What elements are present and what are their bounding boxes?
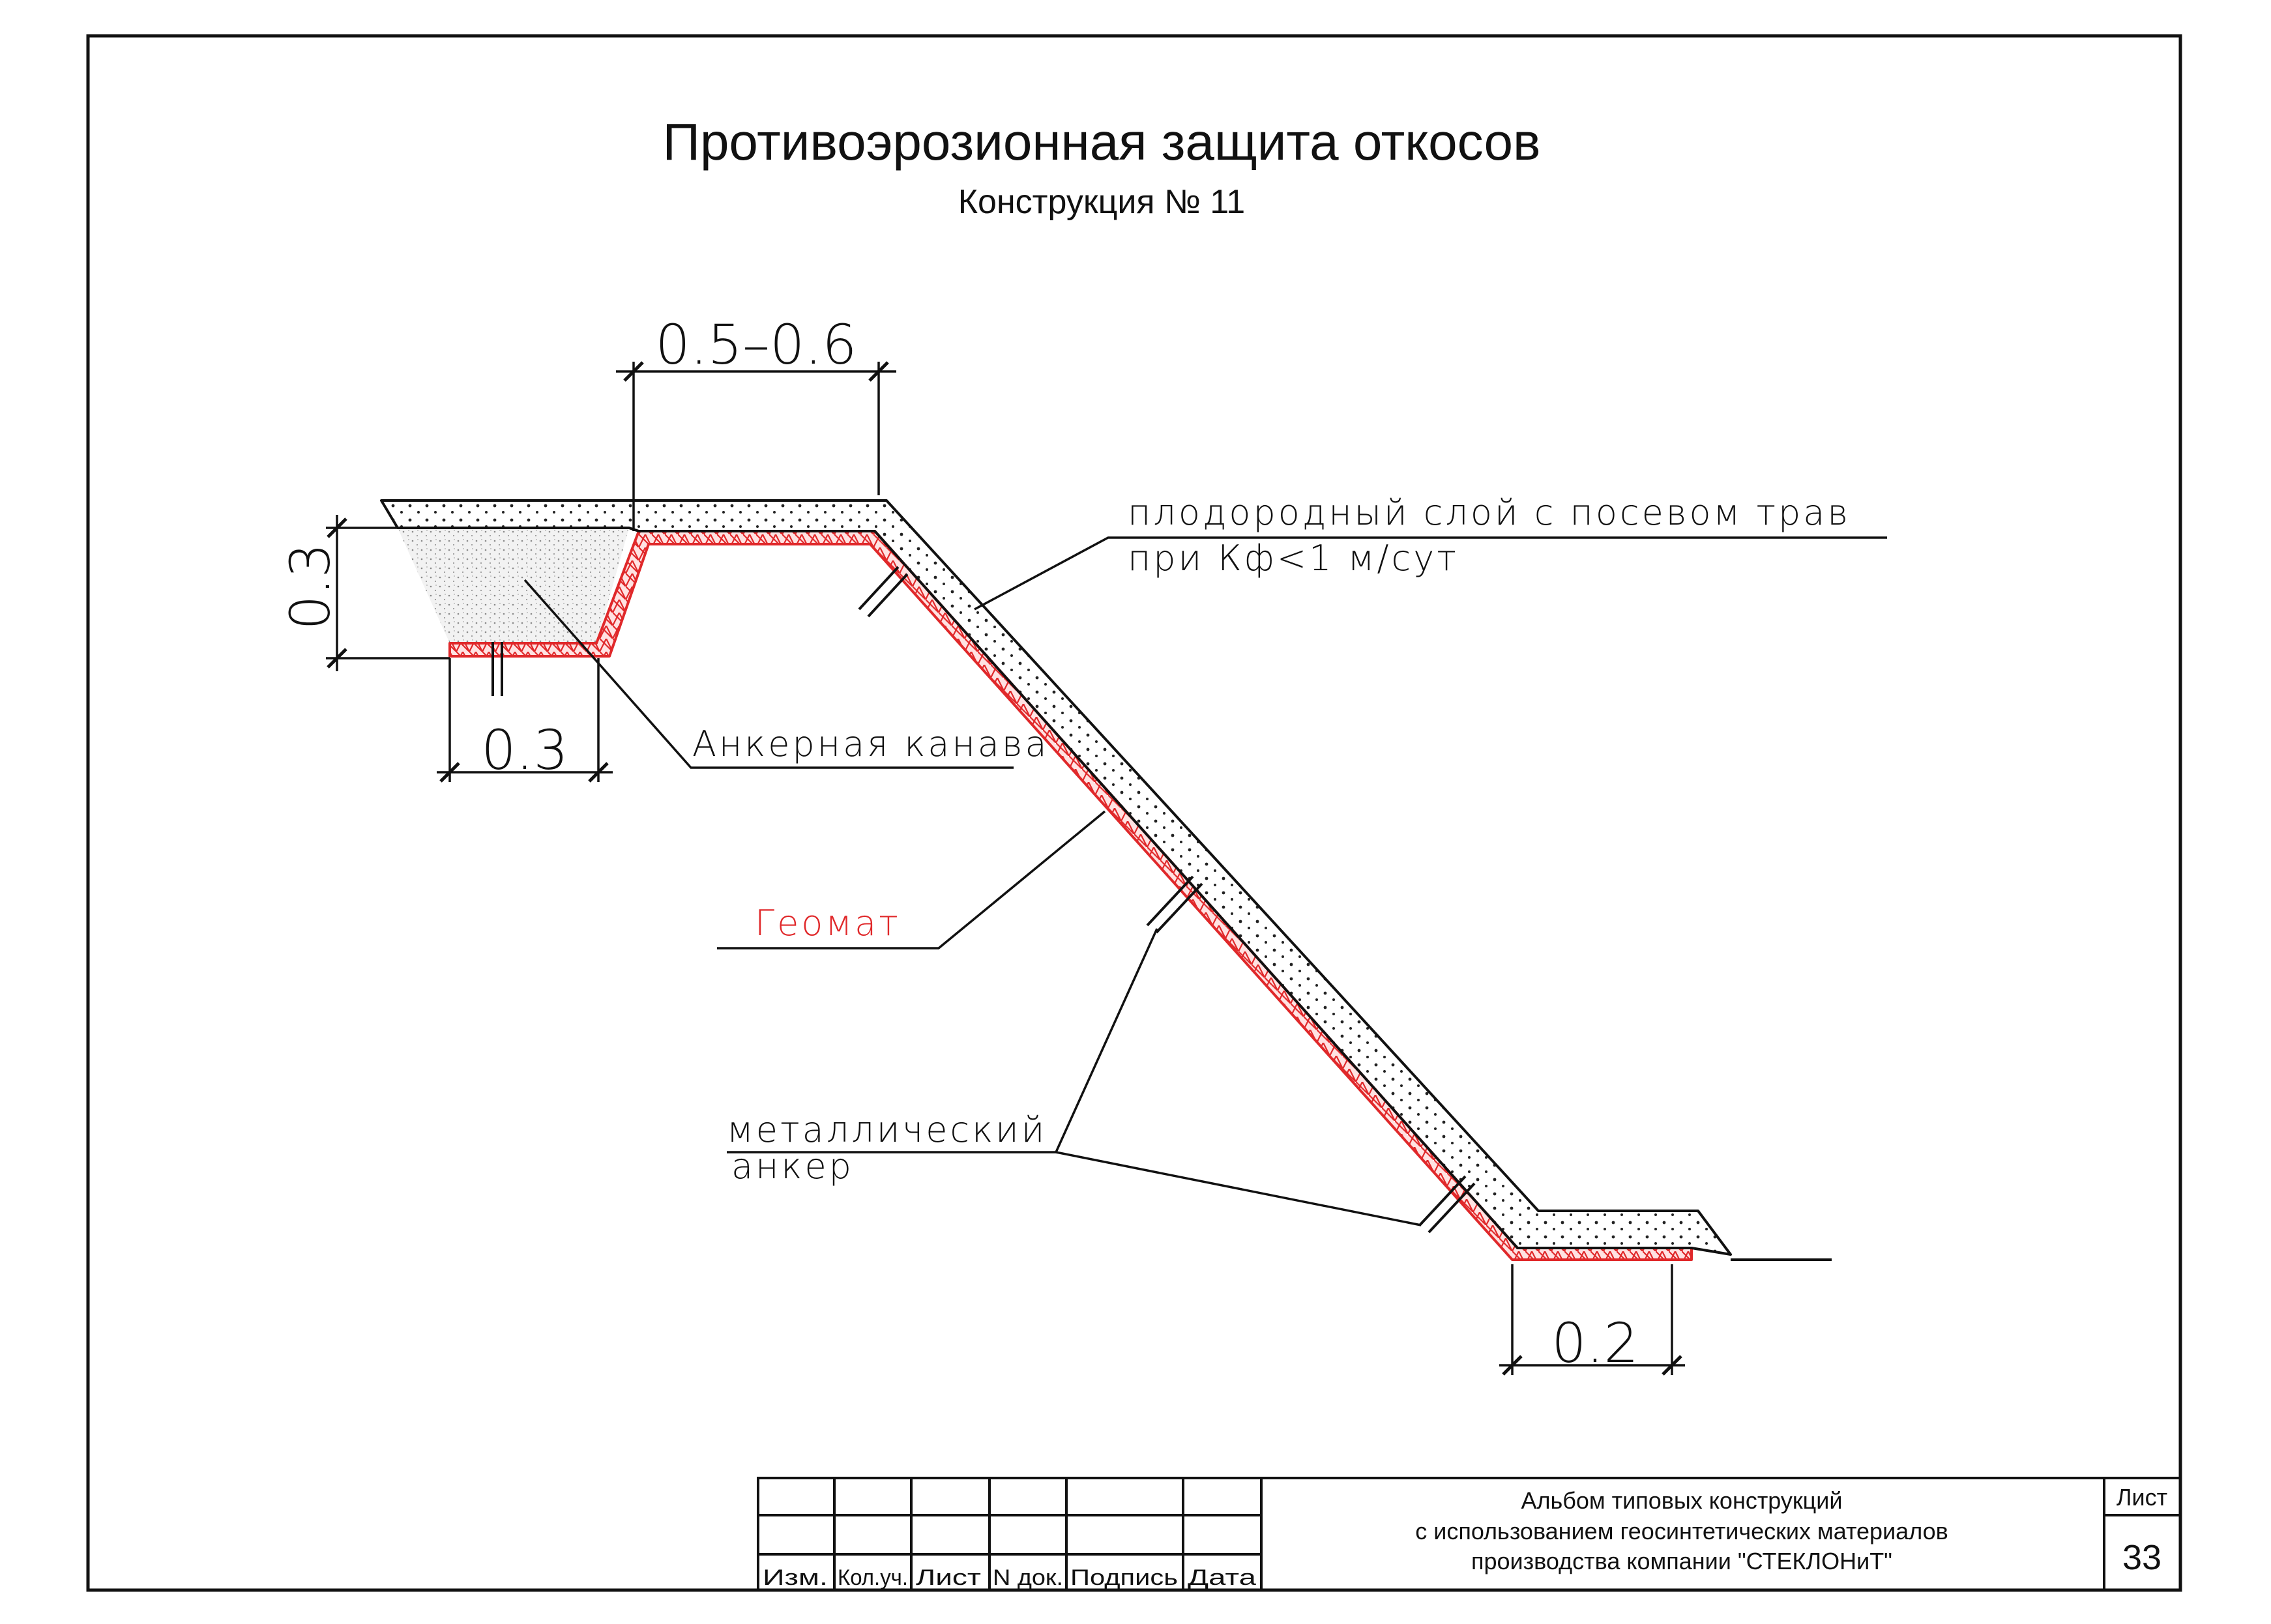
title-block-col-data: Дата — [1188, 1565, 1256, 1590]
dimension-ditch-width: 0.3 — [481, 718, 568, 782]
title-block-col-kol: Кол.уч. — [838, 1565, 908, 1590]
label-metal-anchor: металлический — [727, 1109, 1047, 1150]
label-fertile-soil: плодородный слой с посевом трав — [1128, 492, 1851, 533]
dimension-top-width: 0.5–0.6 — [655, 313, 857, 377]
anchor-ditch-fill — [398, 528, 629, 643]
fertile-soil-layer — [380, 499, 1732, 1256]
page-subtitle: Конструкция № 11 — [958, 183, 1245, 221]
album-title-line2: с использованием геосинтетических матери… — [1415, 1518, 1948, 1544]
album-title-line3: производства компании "СТЕКЛОНиТ" — [1471, 1548, 1892, 1574]
sheet-label: Лист — [2117, 1484, 2167, 1511]
dimension-toe-width: 0.2 — [1551, 1311, 1639, 1375]
label-anchor-ditch: Анкерная канава — [692, 723, 1049, 764]
slope-construction — [380, 499, 1832, 1261]
geomat-layer — [448, 530, 1693, 1261]
leader-lines — [523, 536, 1887, 1226]
title-block-col-ndok: N док. — [993, 1565, 1063, 1590]
sheet-number: 33 — [2122, 1538, 2161, 1577]
album-title-line1: Альбом типовых конструкций — [1521, 1487, 1842, 1514]
title-block-col-podpis: Подпись — [1070, 1565, 1178, 1590]
label-geomat: Геомат — [755, 903, 901, 944]
title-block-col-list: Лист — [916, 1565, 981, 1590]
metal-anchors — [491, 566, 1476, 1234]
label-fertile-condition: при Кф<1 м/сут — [1128, 538, 1459, 579]
label-metal-anchor-2: анкер — [731, 1146, 854, 1187]
dimension-ditch-depth: 0.3 — [278, 543, 342, 630]
page-title: Противоэрозионная защита откосов — [662, 113, 1540, 171]
title-block — [757, 1477, 2182, 1591]
dimension-lines — [326, 361, 1685, 1376]
title-block-col-izm: Изм. — [763, 1565, 828, 1590]
